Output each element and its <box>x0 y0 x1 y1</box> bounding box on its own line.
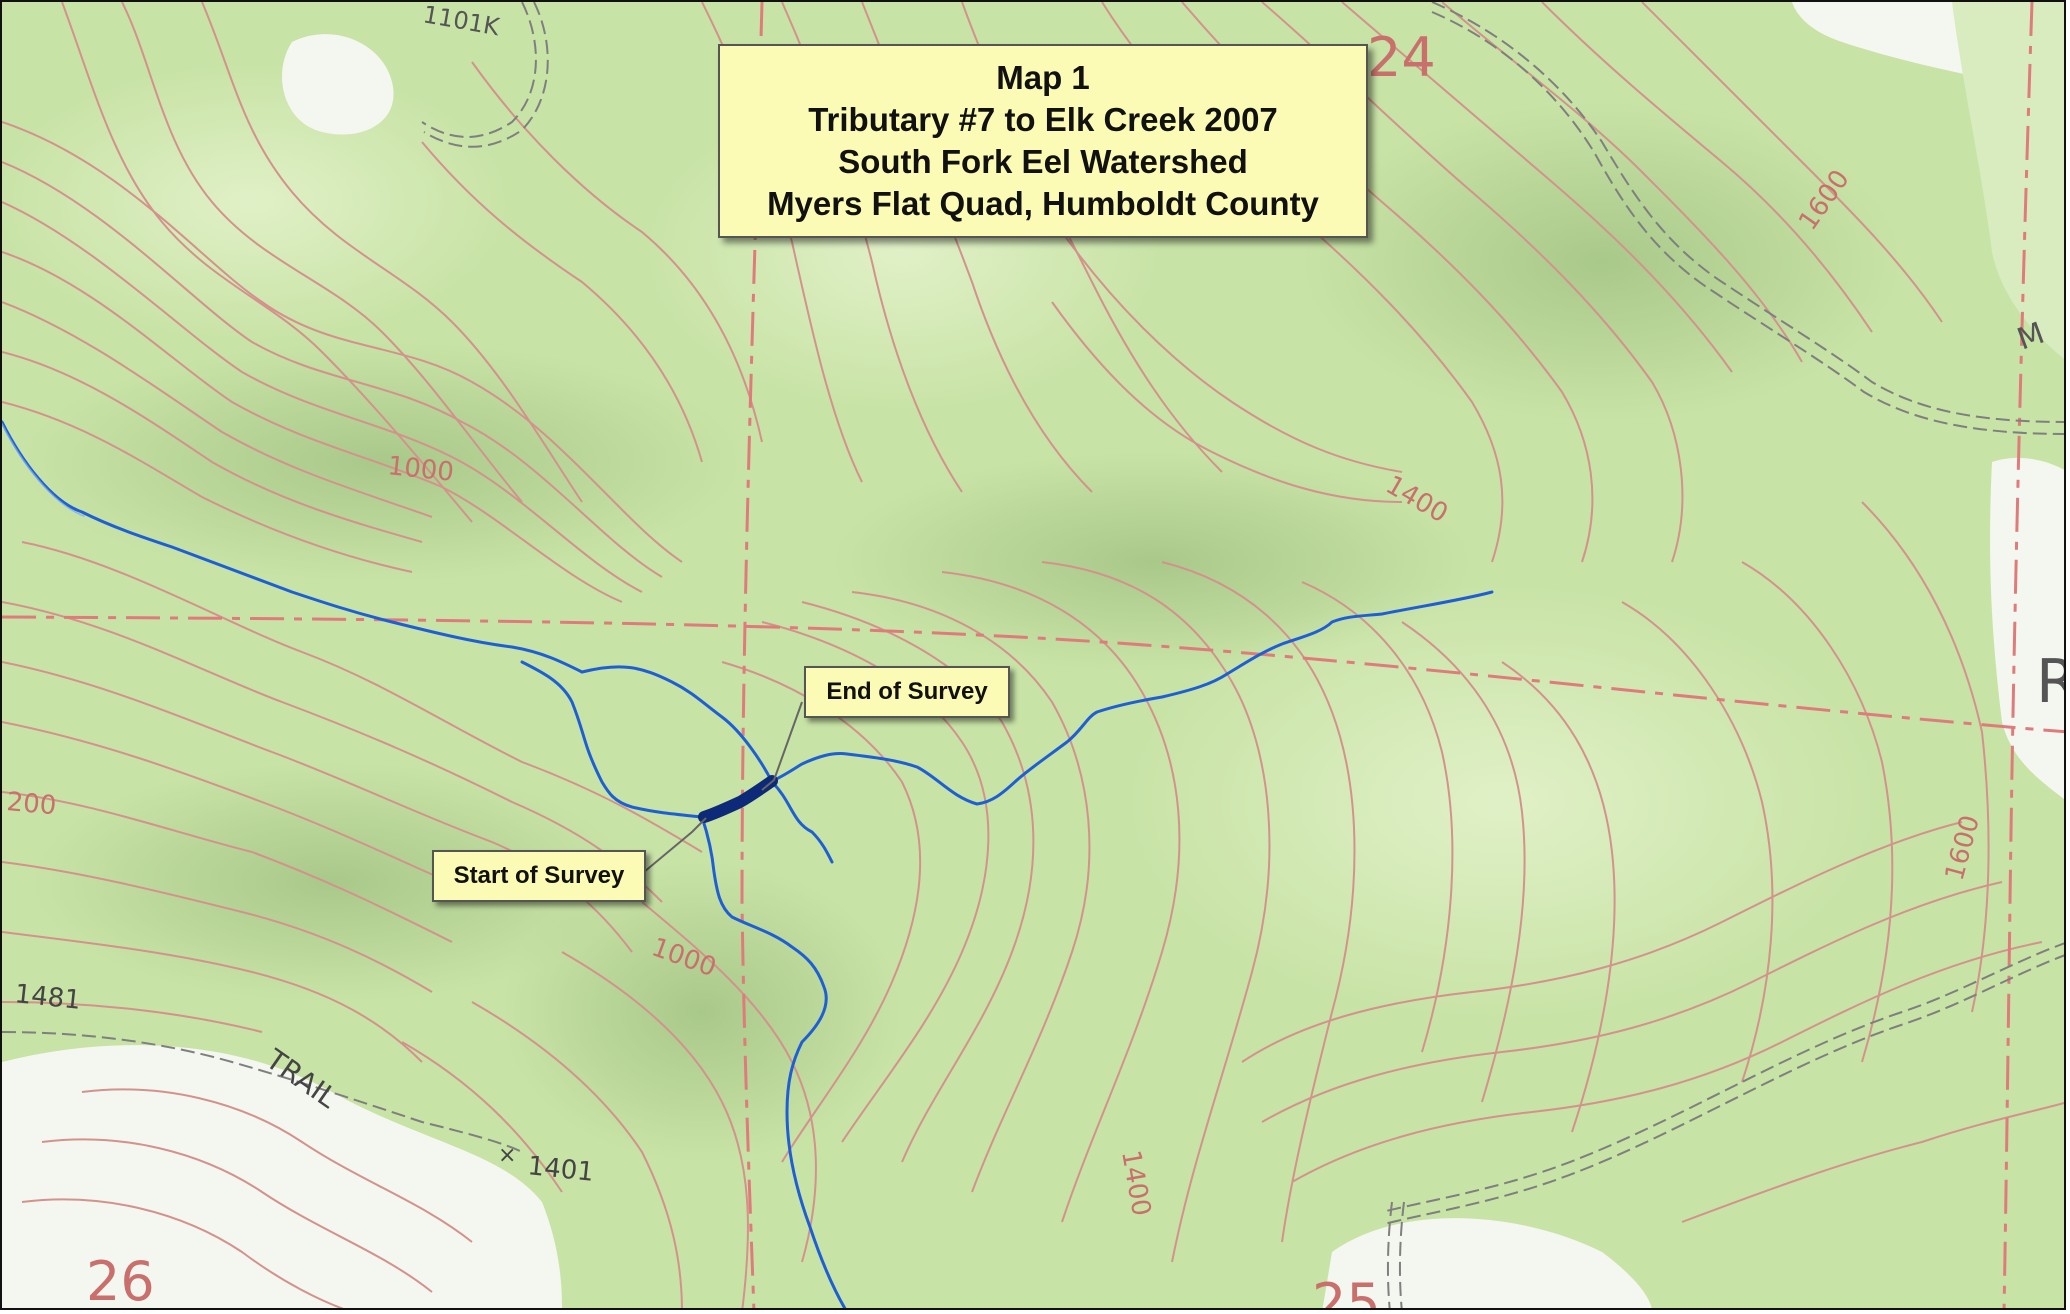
contour-label-1000-upper: 1000 <box>386 451 455 488</box>
map-title-line-3: South Fork Eel Watershed <box>838 143 1248 180</box>
spot-elevation-1481: 1481 <box>13 979 82 1016</box>
stream-to-confluence-b <box>770 780 834 864</box>
main-stream-upper <box>2 420 584 674</box>
map-title-line-2: Tributary #7 to Elk Creek 2007 <box>808 101 1278 138</box>
map-title-box: Map 1 Tributary #7 to Elk Creek 2007 Sou… <box>718 44 1368 238</box>
edge-label-r: R <box>2036 647 2066 717</box>
map-title-line-4: Myers Flat Quad, Humboldt County <box>767 185 1319 222</box>
spot-marker-1401: × <box>498 1143 516 1168</box>
section-number-24: 24 <box>1367 26 1436 89</box>
section-number-26: 26 <box>86 1250 155 1310</box>
callout-leaders <box>643 701 803 873</box>
stream-network <box>2 420 1494 1308</box>
survey-reach <box>698 775 778 823</box>
contour-label-1200-left: 200 <box>5 787 57 821</box>
start-of-survey-callout: Start of Survey <box>432 850 646 902</box>
hill-shading <box>2 62 1902 1162</box>
end-of-survey-callout: End of Survey <box>804 666 1010 718</box>
stream-to-confluence <box>580 665 774 784</box>
main-stream-mid <box>520 660 704 819</box>
spot-elevation-1401: 1401 <box>526 1151 595 1188</box>
section-number-25: 25 <box>1312 1272 1381 1310</box>
south-tributary <box>700 815 847 1308</box>
elk-creek-tributary-7 <box>768 590 1494 806</box>
map-title-line-1: Map 1 <box>996 59 1090 96</box>
